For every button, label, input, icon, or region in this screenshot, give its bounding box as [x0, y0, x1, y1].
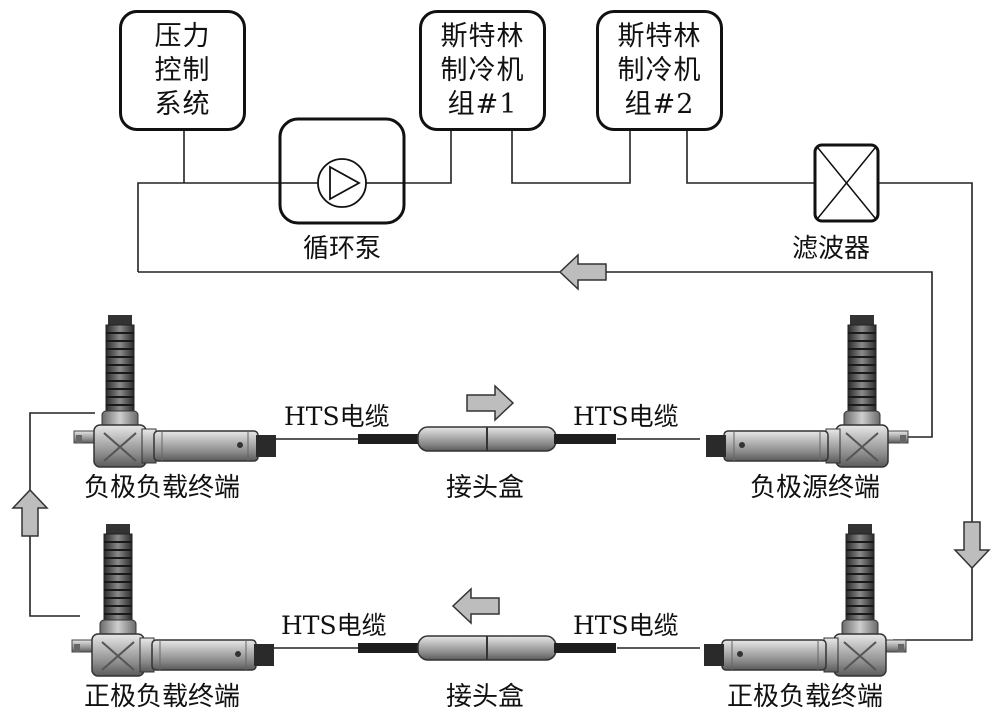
flow-arrow-right-top: [466, 385, 514, 421]
piping: [29, 129, 973, 649]
pos-load-terminal-left-device: [71, 523, 275, 677]
filter-icon: [813, 143, 880, 223]
filter-label: 滤波器: [792, 234, 871, 264]
neg-load-terminal-label: 负极负载终端: [84, 473, 241, 503]
pos-load-terminal-left-label: 正极负载终端: [84, 682, 241, 712]
stirling-cooler-2-box: 斯特林 制冷机 组#2: [596, 10, 723, 131]
pump-icon: [278, 117, 406, 225]
pos-load-terminal-right-device: [703, 523, 907, 677]
flow-arrow-up-left: [12, 489, 48, 537]
flow-arrow-down-right: [954, 521, 990, 569]
flow-arrow-left-return: [559, 254, 607, 290]
hts-cable-bottom-right-label: HTS电缆: [573, 611, 679, 640]
hts-cable-top-left-label: HTS电缆: [284, 402, 390, 431]
stirling-cooler-1-box: 斯特林 制冷机 组#1: [419, 10, 546, 131]
pressure-control-label: 压力 控制 系统: [154, 20, 211, 120]
flow-arrow-left-bottom: [452, 588, 500, 624]
pump-label: 循环泵: [303, 234, 382, 264]
joint-box-top-label: 接头盒: [446, 473, 525, 503]
pressure-control-box: 压力 控制 系统: [119, 10, 246, 131]
neg-source-terminal-device: [705, 314, 909, 468]
pos-load-terminal-right-label: 正极负载终端: [727, 682, 884, 712]
joint-box-bottom-label: 接头盒: [446, 682, 525, 712]
neg-load-terminal-device: [73, 314, 277, 468]
stirling-cooler-1-label: 斯特林 制冷机 组#1: [440, 20, 525, 120]
neg-source-terminal-label: 负极源终端: [750, 473, 881, 503]
stirling-cooler-2-label: 斯特林 制冷机 组#2: [617, 20, 702, 120]
hts-cable-top-right-label: HTS电缆: [573, 402, 679, 431]
hts-cable-bottom-left-label: HTS电缆: [281, 611, 387, 640]
